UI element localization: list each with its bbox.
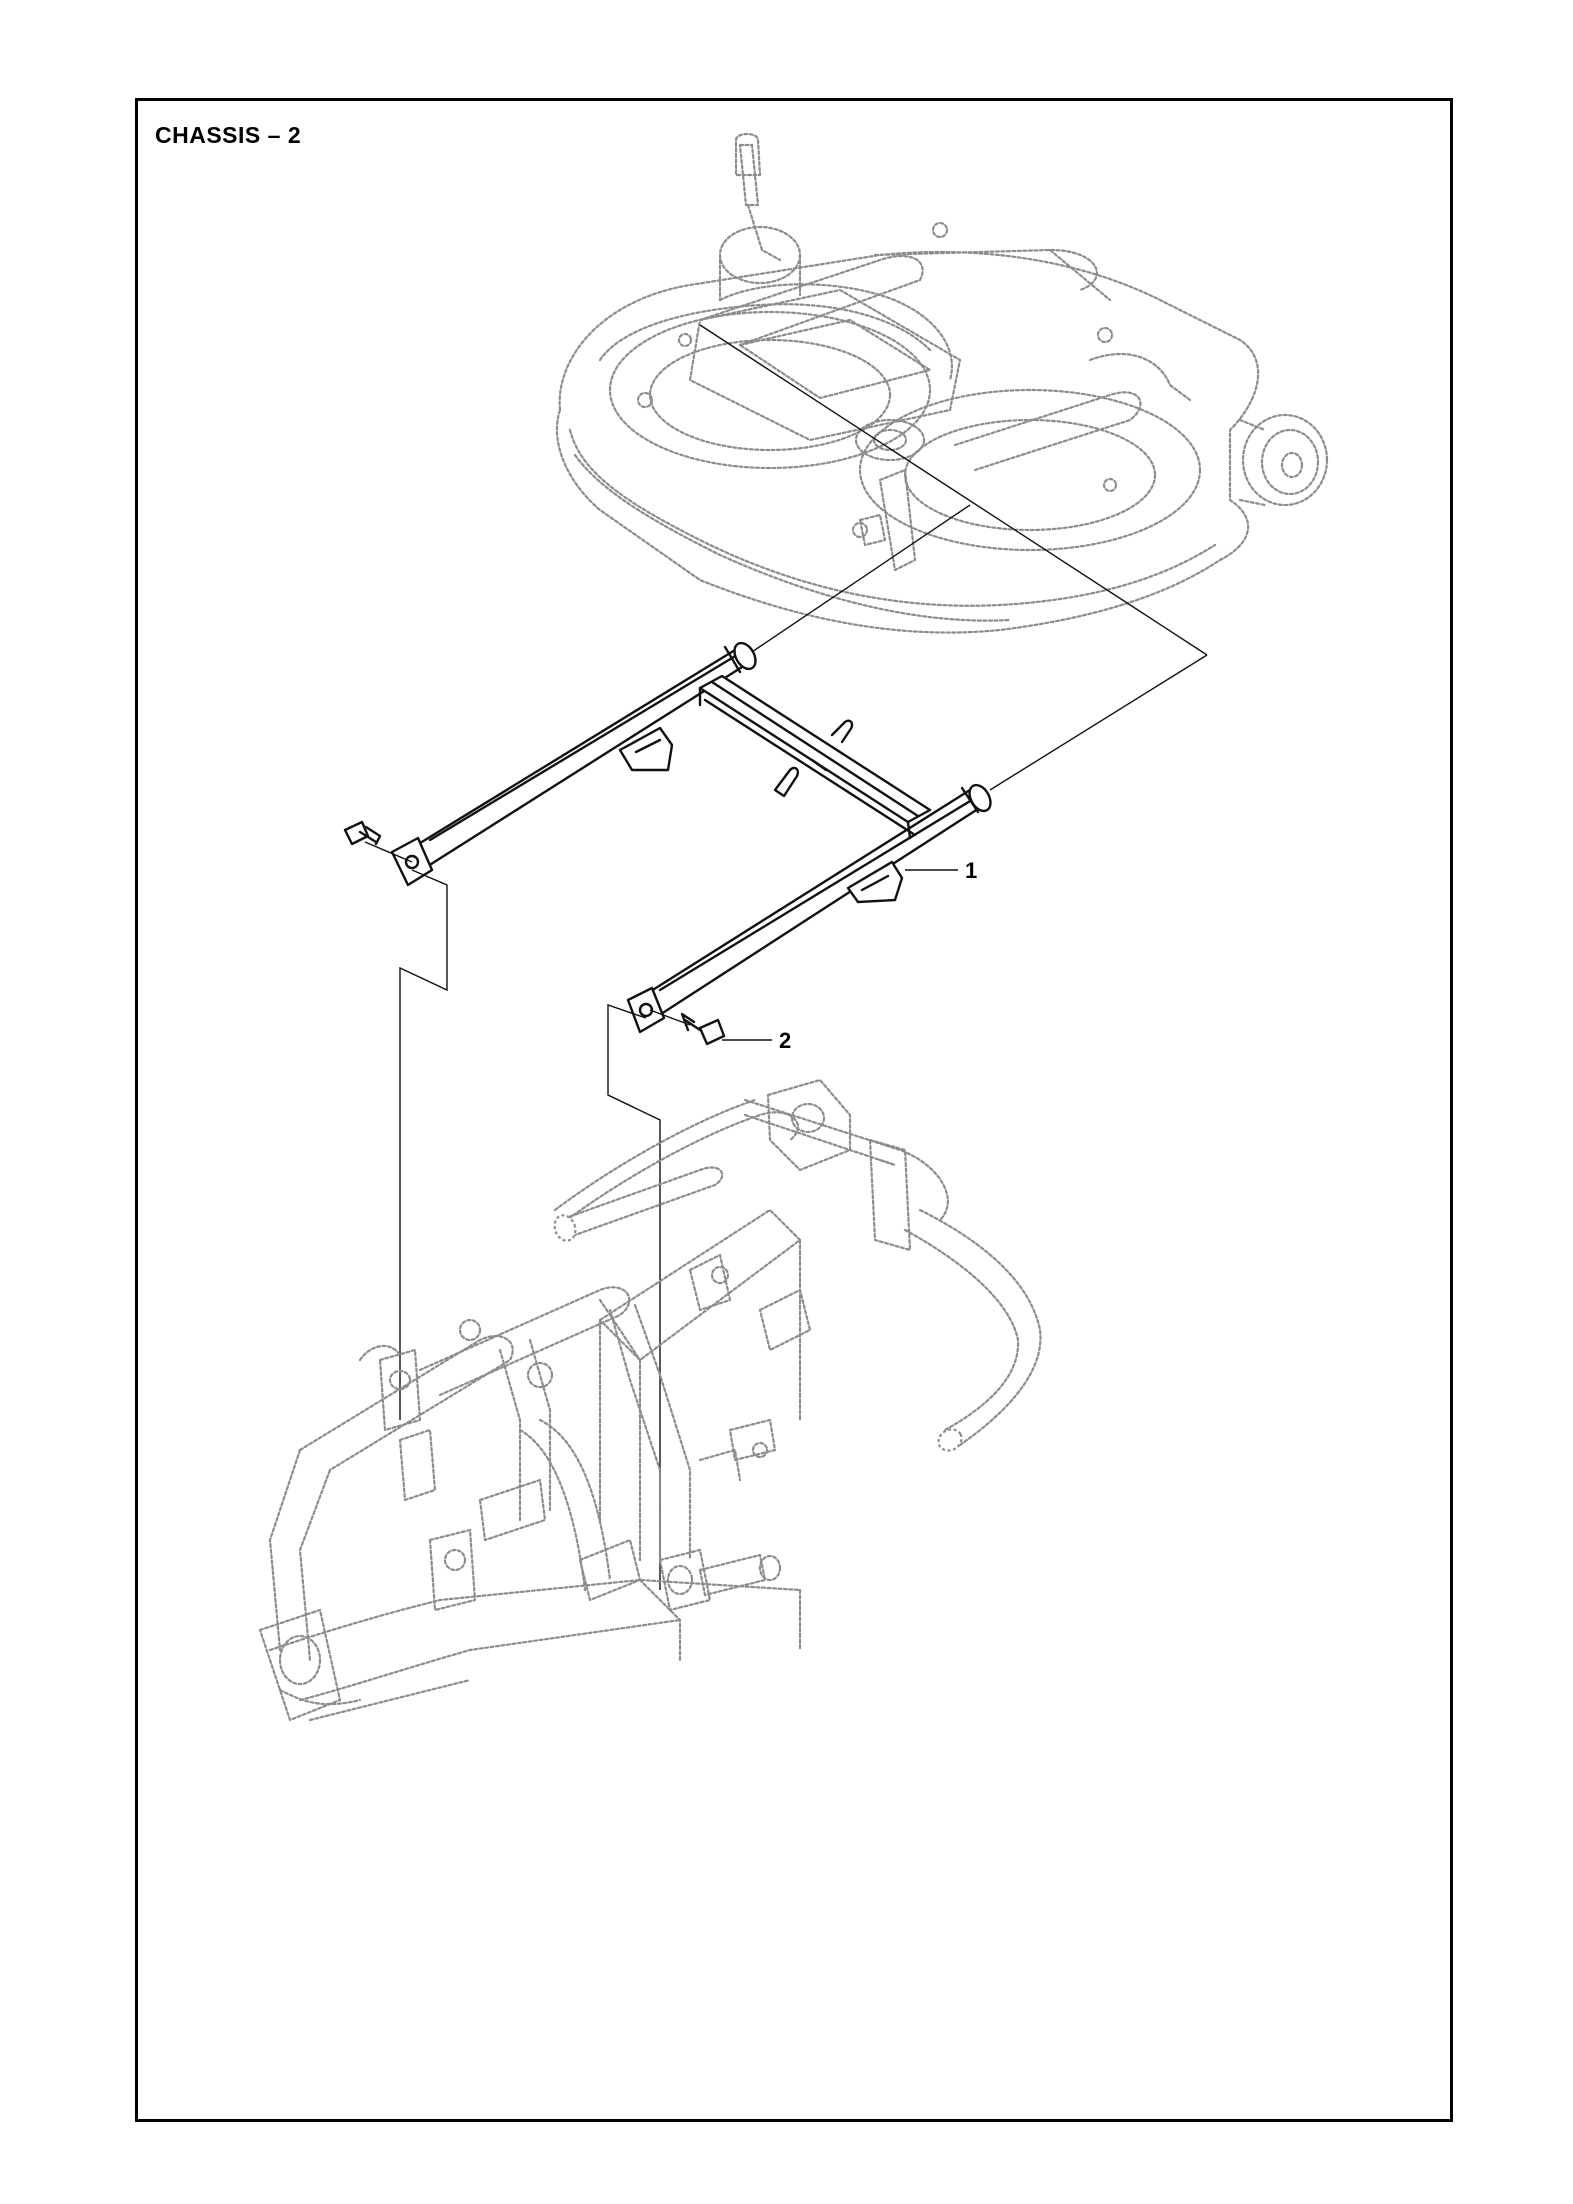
callout-1-label: 1	[965, 858, 977, 883]
page-title: CHASSIS – 2	[155, 122, 302, 148]
callout-1: 1	[905, 858, 977, 883]
callout-2: 2	[722, 1028, 791, 1053]
assembly-lines-deck	[699, 324, 1208, 791]
part-2-bolt-left[interactable]	[343, 820, 382, 846]
assembly-lines-frame	[364, 841, 691, 1590]
callout-2-label: 2	[779, 1028, 791, 1053]
drawing-frame	[135, 98, 1453, 2122]
part-2-bolt-right[interactable]	[680, 1012, 726, 1046]
mower-deck-assembly	[555, 132, 1329, 634]
part-1-lift-arm-assembly[interactable]	[390, 639, 995, 1034]
tractor-chassis-frame	[258, 1078, 1042, 1722]
